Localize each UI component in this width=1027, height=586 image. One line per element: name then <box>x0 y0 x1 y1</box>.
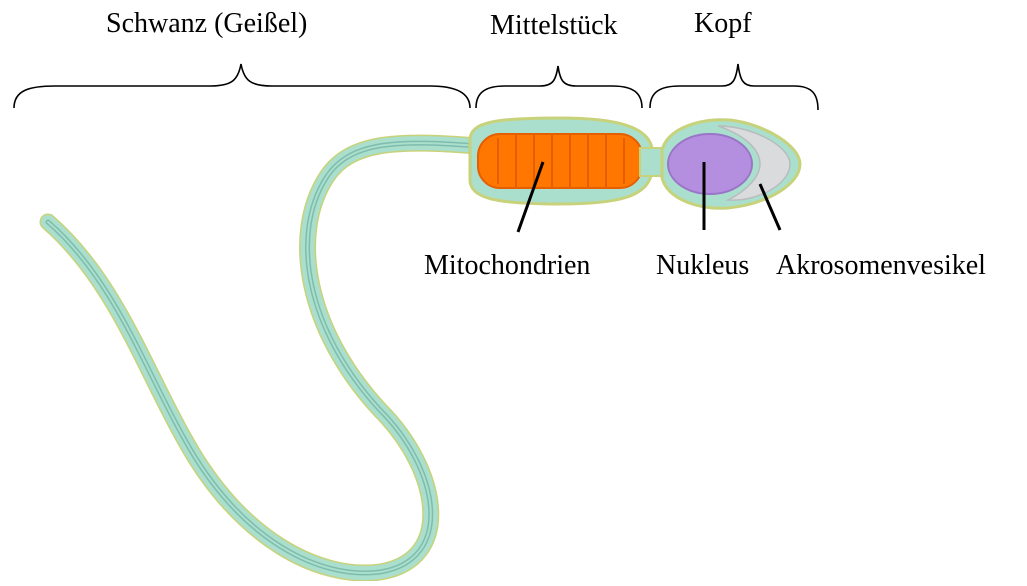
tail-brace <box>14 64 470 108</box>
sperm-head <box>662 120 800 209</box>
acrosome-label: Akrosomenvesikel <box>776 252 986 280</box>
tail-label: Schwanz (Geißel) <box>106 10 307 38</box>
nucleus-label: Nukleus <box>656 252 749 280</box>
mitochondria <box>478 134 642 188</box>
tail-flagellum <box>48 143 478 573</box>
midpiece-label: Mittelstück <box>490 12 618 40</box>
mitochondria-label: Mitochondrien <box>424 252 590 280</box>
midpiece-brace <box>476 66 642 108</box>
head-brace <box>650 64 818 110</box>
head-label: Kopf <box>694 10 752 38</box>
nucleus-shape <box>668 134 752 194</box>
